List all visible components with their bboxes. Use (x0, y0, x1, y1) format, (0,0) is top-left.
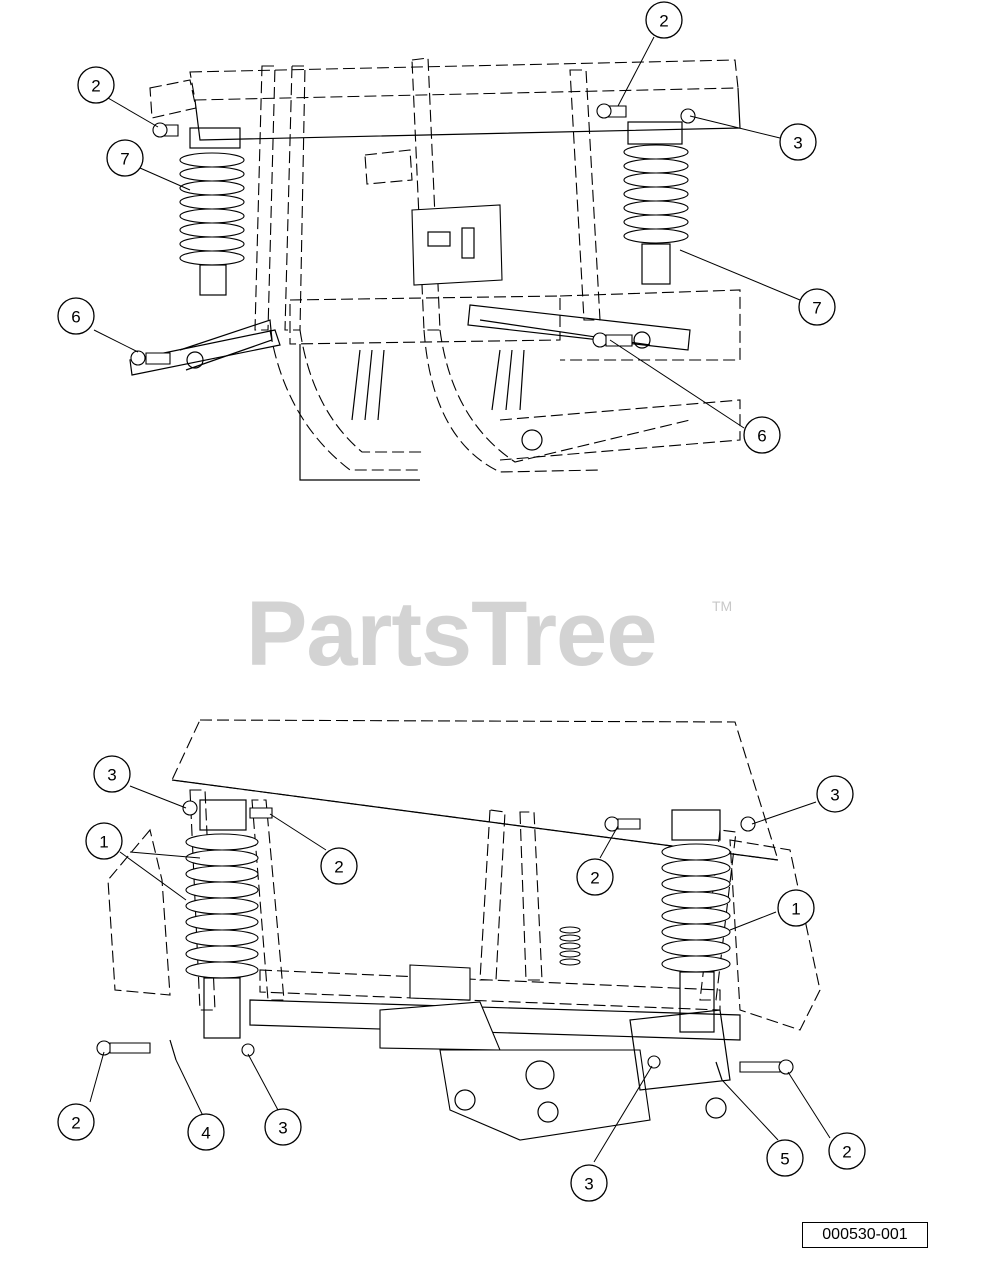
svg-text:3: 3 (793, 134, 802, 153)
callout-bottom-5: 5 (766, 1139, 804, 1177)
svg-text:3: 3 (278, 1119, 287, 1138)
bottom-right-shock-spring (661, 809, 731, 1033)
top-fasteners (130, 103, 696, 366)
callout-top-7b: 7 (798, 288, 836, 326)
callout-top-2b: 2 (77, 66, 115, 104)
svg-text:4: 4 (201, 1124, 210, 1143)
callout-bottom-1b: 1 (777, 889, 815, 927)
bottom-left-shock-spring (185, 799, 259, 1039)
svg-text:3: 3 (584, 1175, 593, 1194)
svg-text:1: 1 (99, 833, 108, 852)
svg-text:5: 5 (780, 1150, 789, 1169)
svg-text:2: 2 (91, 77, 100, 96)
svg-text:2: 2 (842, 1143, 851, 1162)
callout-bottom-4: 4 (187, 1113, 225, 1151)
top-frame-assembly (129, 57, 741, 481)
svg-text:2: 2 (659, 12, 668, 31)
callout-top-6b: 6 (743, 416, 781, 454)
svg-text:3: 3 (830, 786, 839, 805)
svg-text:3: 3 (107, 766, 116, 785)
partstree-watermark: PartsTree (246, 583, 657, 685)
callout-top-3: 3 (779, 123, 817, 161)
callout-bottom-1a: 1 (85, 822, 123, 860)
svg-text:7: 7 (812, 299, 821, 318)
svg-text:7: 7 (120, 150, 129, 169)
svg-text:2: 2 (71, 1114, 80, 1133)
svg-text:1: 1 (791, 900, 800, 919)
callout-bottom-2b: 2 (576, 858, 614, 896)
callout-bottom-2c: 2 (57, 1103, 95, 1141)
top-leader-lines (93, 36, 801, 429)
svg-text:2: 2 (590, 869, 599, 888)
bottom-fasteners (96, 800, 794, 1081)
callout-bottom-3a: 3 (93, 755, 131, 793)
callout-top-6a: 6 (57, 297, 95, 335)
callout-bottom-2d: 2 (828, 1132, 866, 1170)
diagram-reference-number: 000530-001 (802, 1222, 928, 1248)
bottom-frame-assembly (107, 719, 821, 1141)
callout-top-2a: 2 (645, 1, 683, 39)
callout-top-7a: 7 (106, 139, 144, 177)
callout-bottom-2a: 2 (320, 847, 358, 885)
top-left-shock-spring (179, 127, 245, 296)
callout-bottom-3b: 3 (816, 775, 854, 813)
svg-text:2: 2 (334, 858, 343, 877)
bottom-leader-lines (89, 785, 831, 1163)
callout-bottom-3d: 3 (570, 1164, 608, 1202)
top-right-shock-spring (623, 121, 689, 285)
svg-text:6: 6 (71, 308, 80, 327)
trademark-symbol: TM (712, 598, 733, 614)
callout-bottom-3c: 3 (264, 1108, 302, 1146)
svg-text:6: 6 (757, 427, 766, 446)
